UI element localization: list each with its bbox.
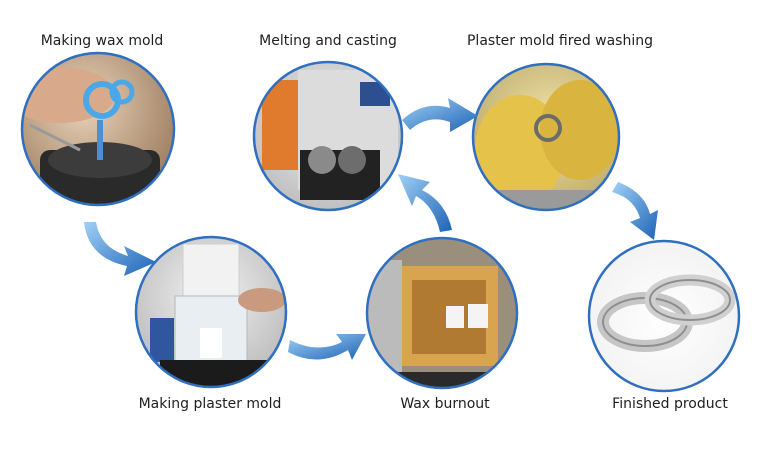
arrow-burnout-to-casting xyxy=(398,174,452,232)
arrow-wax-to-plaster xyxy=(84,222,156,276)
label-making-plaster-mold: Making plaster mold xyxy=(138,396,282,412)
plaster-mold-photo xyxy=(134,235,288,389)
label-wax-burnout: Wax burnout xyxy=(400,396,490,412)
finished-product-photo xyxy=(587,239,741,393)
fired-washing-photo xyxy=(471,62,621,212)
wax-mold-photo xyxy=(20,51,176,207)
arrow-casting-to-washing xyxy=(402,98,478,132)
wax-burnout-photo xyxy=(365,236,519,390)
arrow-plaster-to-burnout xyxy=(288,334,366,360)
melting-casting-photo xyxy=(252,60,404,212)
label-finished-product: Finished product xyxy=(612,396,728,412)
arrow-washing-to-finished xyxy=(612,182,658,240)
label-making-wax-mold: Making wax mold xyxy=(40,33,164,49)
label-plaster-mold-fired-washing: Plaster mold fired washing xyxy=(466,33,654,49)
label-melting-and-casting: Melting and casting xyxy=(259,33,397,49)
